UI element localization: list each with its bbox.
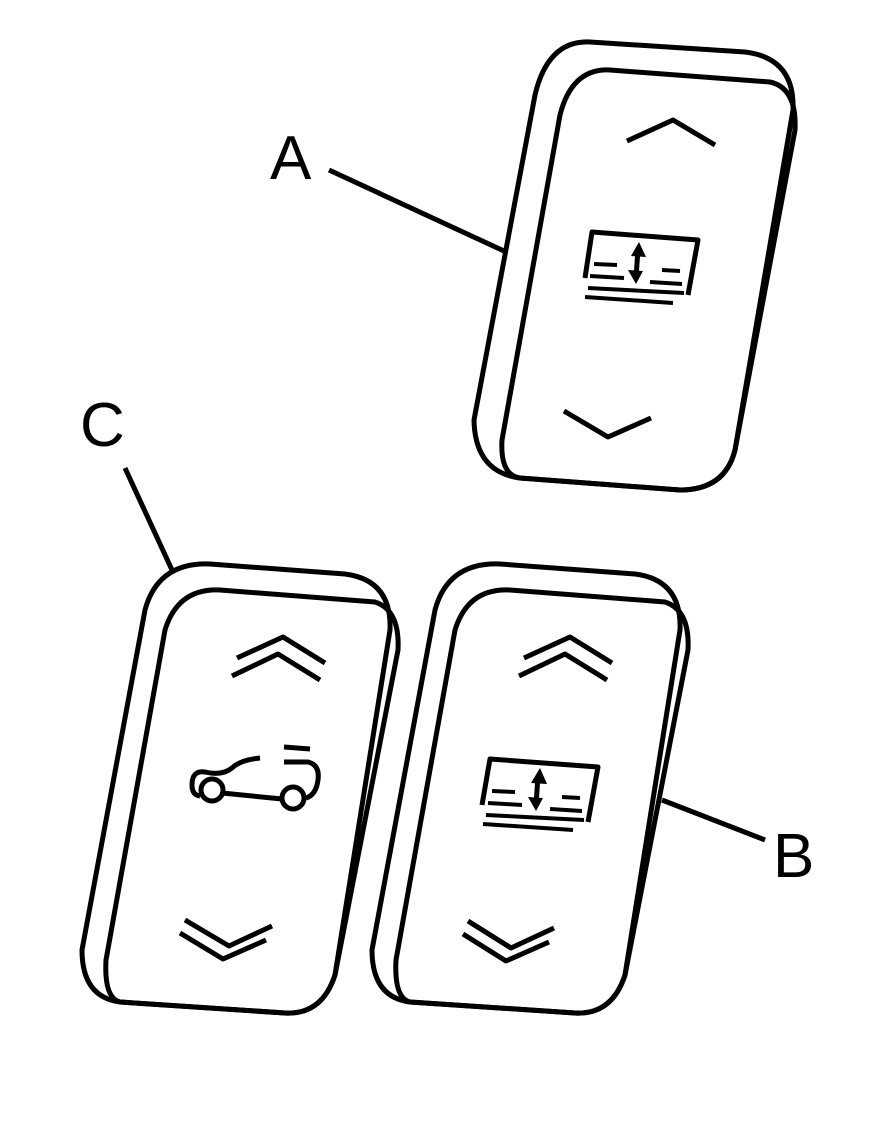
switch-b-rocker (393, 587, 691, 1016)
chevron-up-icon (625, 117, 717, 148)
label-c: C (80, 391, 125, 460)
chevron-down-icon (562, 408, 653, 440)
vehicle-liftgate-icon (189, 744, 321, 812)
switch-c-rocker (103, 587, 401, 1016)
switch-c (79, 561, 401, 1016)
window-up-down-icon (479, 756, 601, 832)
switch-a-rocker (499, 67, 798, 493)
switch-c-bezel (79, 561, 393, 1016)
double-chevron-up-icon (517, 634, 614, 683)
double-chevron-down-icon (178, 917, 274, 962)
double-chevron-up-icon (230, 634, 327, 683)
switch-b-bezel (369, 561, 683, 1016)
label-a: A (270, 124, 312, 193)
switch-a (471, 39, 798, 493)
leader-line-a (327, 167, 506, 254)
switch-a-bezel (471, 39, 796, 493)
label-b: B (773, 822, 815, 891)
double-chevron-down-icon (461, 918, 556, 964)
leader-line-c (122, 466, 175, 572)
leader-line-b (661, 797, 766, 843)
window-up-down-icon (582, 229, 701, 305)
switch-b (369, 561, 691, 1016)
